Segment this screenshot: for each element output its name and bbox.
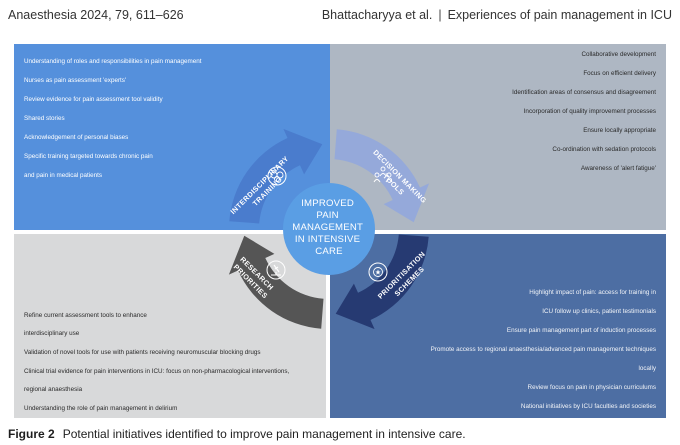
list-item: Validation of novel tools for use with p… bbox=[24, 349, 261, 356]
list-item: Highlight impact of pain: access for tra… bbox=[529, 289, 656, 296]
figure-caption-text: Potential initiatives identified to impr… bbox=[62, 427, 466, 441]
list-item: Incorporation of quality improvement pro… bbox=[523, 108, 656, 115]
list-item: and pain in medical patients bbox=[24, 172, 103, 179]
list-item: locally bbox=[638, 365, 657, 372]
list-item: Focus on efficient delivery bbox=[583, 70, 656, 77]
journal-citation: Anaesthesia 2024, 79, 611–626 bbox=[8, 8, 184, 22]
figure-caption: Figure 2 Potential initiatives identified… bbox=[8, 427, 466, 441]
center-title: IMPROVED PAIN MANAGEMENT IN INTENSIVE CA… bbox=[292, 198, 365, 257]
list-item: Ensure pain management part of induction… bbox=[506, 327, 656, 334]
list-item: Co-ordination with sedation protocols bbox=[552, 146, 656, 153]
list-item: Review focus on pain in physician curric… bbox=[527, 384, 656, 391]
list-item: interdisciplinary use bbox=[24, 330, 80, 337]
list-item: National initiatives by ICU faculties an… bbox=[520, 403, 656, 410]
arc-research-priorities bbox=[228, 235, 324, 329]
list-item: Specific training targeted towards chron… bbox=[24, 153, 153, 160]
figure-label: Figure 2 bbox=[8, 427, 55, 441]
badge-icon bbox=[368, 262, 388, 282]
list-item: Clinical trial evidence for pain interve… bbox=[24, 368, 290, 375]
people-icon bbox=[373, 166, 393, 183]
short-title: Experiences of pain management in ICU bbox=[447, 8, 672, 22]
list-item: Collaborative development bbox=[581, 51, 656, 58]
list-item: Understanding of roles and responsibilit… bbox=[24, 58, 202, 65]
list-item: ICU follow up clinics, patient testimoni… bbox=[542, 308, 656, 315]
quadrant-interdisciplinary-training bbox=[14, 44, 336, 230]
microscope-icon bbox=[266, 260, 286, 280]
list-item: Understanding the role of pain managemen… bbox=[24, 405, 178, 412]
author-names: Bhattacharyya et al. bbox=[321, 8, 433, 22]
quadrant-prioritisation-schemes bbox=[330, 234, 666, 418]
list-item: Acknowledgement of personal biases bbox=[24, 134, 129, 141]
list-item: Awareness of 'alert fatigue' bbox=[580, 165, 656, 172]
cycle-diagram: IMPROVED PAIN MANAGEMENT IN INTENSIVE CA… bbox=[228, 128, 430, 330]
figure-panel: Understanding of roles and responsibilit… bbox=[14, 44, 666, 418]
list-item: Nurses as pain assessment 'experts' bbox=[24, 77, 127, 84]
brain-icon bbox=[267, 166, 287, 186]
list-item: Promote access to regional anaesthesia/a… bbox=[430, 346, 656, 353]
quadrant-research-priorities bbox=[14, 234, 326, 418]
list-item: Identification areas of consensus and di… bbox=[512, 89, 656, 96]
list-item: Refine current assessment tools to enhan… bbox=[24, 312, 147, 319]
list-item: regional anaesthesia bbox=[24, 386, 83, 393]
running-title: Bhattacharyya et al. | Experiences of pain… bbox=[322, 8, 672, 22]
list-item: Shared stories bbox=[24, 115, 65, 122]
arc-interdisciplinary-training bbox=[229, 128, 323, 224]
center-circle bbox=[283, 183, 375, 275]
arc-prioritisation-schemes bbox=[335, 234, 429, 330]
list-item: Ensure locally appropriate bbox=[583, 127, 656, 134]
arc-decision-making-tools bbox=[334, 129, 430, 223]
quadrant-decision-making-tools bbox=[330, 44, 666, 230]
running-head: Anaesthesia 2024, 79, 611–626 Bhattachar… bbox=[8, 8, 672, 24]
list-item: Review evidence for pain assessment tool… bbox=[24, 96, 163, 103]
header-separator: | bbox=[438, 8, 442, 22]
